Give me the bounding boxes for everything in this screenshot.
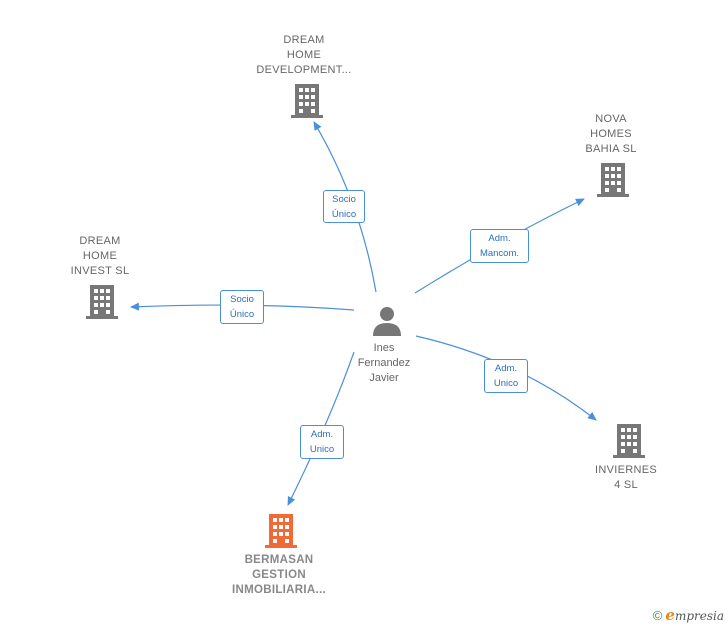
company-label-dream-home-invest[interactable]: DREAM HOME INVEST SL xyxy=(70,235,130,277)
company-label-nova-homes-bahia[interactable]: NOVA HOMES BAHIA SL xyxy=(585,113,637,155)
person-icon[interactable] xyxy=(371,304,403,336)
relation-label-socio-unico: Socio Único xyxy=(323,190,365,223)
building-icon[interactable] xyxy=(597,163,629,197)
brand-logo: empresia xyxy=(665,606,724,624)
relation-label-adm-unico: Adm. Unico xyxy=(484,359,528,393)
edge-to-bermasan xyxy=(287,351,355,506)
company-label-dream-home-development[interactable]: DREAM HOME DEVELOPMENT... xyxy=(256,34,352,76)
company-label-bermasan[interactable]: BERMASAN GESTION INMOBILIARIA... xyxy=(232,554,326,596)
building-icon[interactable] xyxy=(613,424,645,458)
building-icon[interactable] xyxy=(86,285,118,319)
brand-footer[interactable]: ©empresia xyxy=(653,606,724,624)
person-name[interactable]: Ines Fernandez Javier xyxy=(357,342,411,384)
copyright-icon: © xyxy=(652,608,663,623)
relation-label-adm-mancom: Adm. Mancom. xyxy=(470,229,529,263)
building-icon-highlighted[interactable] xyxy=(265,514,297,548)
building-icon[interactable] xyxy=(291,84,323,118)
relation-label-socio-unico: Socio Único xyxy=(220,290,264,324)
relation-label-adm-unico: Adm. Unico xyxy=(300,425,344,459)
company-label-inviernes-4[interactable]: INVIERNES 4 SL xyxy=(595,464,657,491)
